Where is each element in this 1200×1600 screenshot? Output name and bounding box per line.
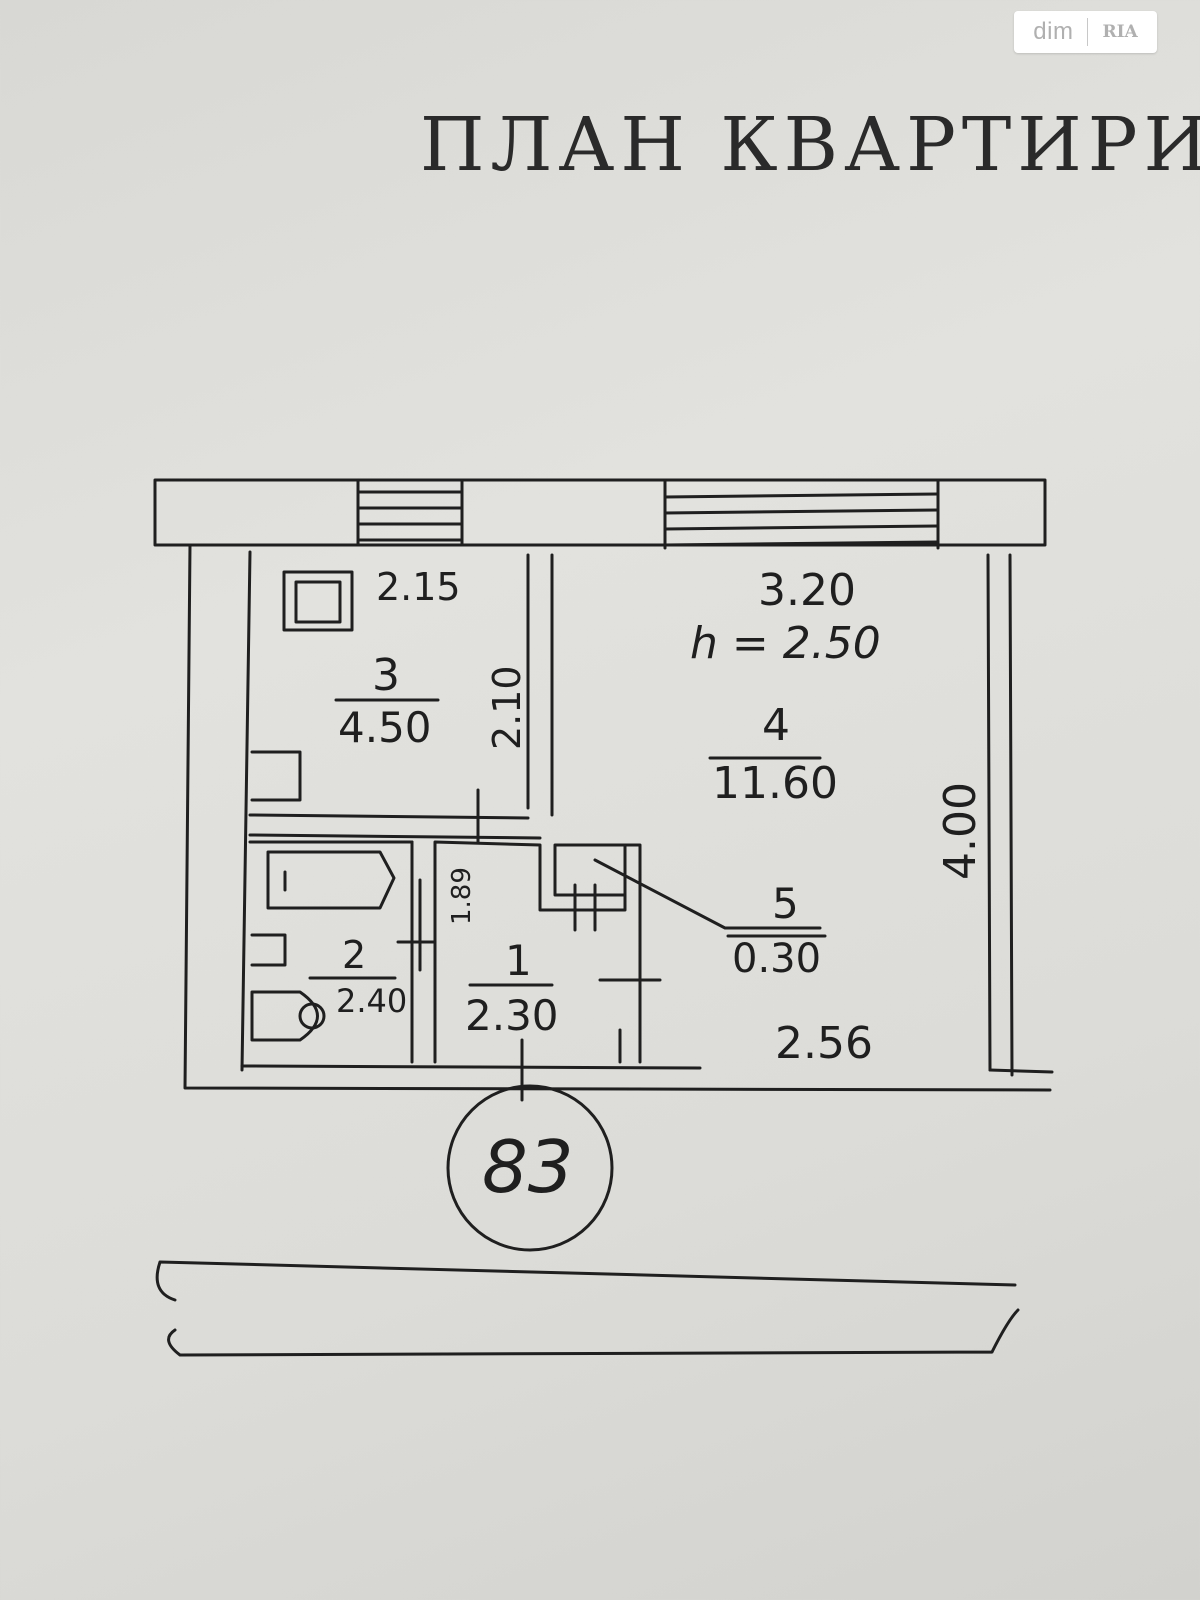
outer-top-wall (153, 478, 1047, 547)
bottom-wall-right (988, 1068, 1054, 1074)
room3-area: 4.50 (338, 703, 432, 752)
room1-area: 2.30 (465, 991, 559, 1040)
dimria-watermark-logo: dim RIA (1014, 11, 1157, 53)
window-right (663, 492, 940, 547)
dim-room-depth: 4.00 (935, 782, 986, 880)
sink (250, 933, 287, 967)
window-left (356, 490, 464, 542)
watermark-brand: dim (1033, 18, 1074, 45)
outer-left-wall (183, 543, 1052, 1092)
inner-bottom-wall (240, 1064, 702, 1070)
dim-kitchen-depth: 2.10 (485, 665, 529, 750)
toilet (250, 990, 319, 1042)
kitchen-bottom-wall (248, 813, 542, 840)
inner-left-wall (240, 550, 252, 1072)
room4-number: 4 (762, 700, 790, 751)
room5-leader (593, 858, 822, 930)
room1-number: 1 (505, 936, 532, 985)
hall-walls (410, 840, 642, 1064)
dim-room-bottom-width: 2.56 (775, 1018, 873, 1069)
outer-right-wall (1008, 553, 1014, 1077)
dim-kitchen-width: 2.15 (376, 565, 461, 609)
room3-number: 3 (372, 650, 400, 701)
inner-right-wall (986, 553, 992, 1072)
room2-area: 2.40 (336, 982, 407, 1020)
dim-bath-depth: 1.89 (447, 867, 477, 925)
room5-area: 0.30 (732, 936, 821, 982)
kitchen-room-partition (526, 553, 554, 817)
watermark-divider (1087, 18, 1089, 46)
dim-room-width: 3.20 (758, 565, 856, 616)
room4-area: 11.60 (712, 758, 838, 809)
room5-number: 5 (772, 879, 799, 928)
watermark-brand-suffix: RIA (1102, 22, 1138, 42)
bathtub (266, 850, 396, 910)
lower-boundary (155, 1260, 1020, 1357)
closet-walls (553, 843, 627, 897)
kitchen-sink (250, 750, 302, 802)
ceiling-height: h = 2.50 (690, 618, 881, 669)
plan-title: ПЛАН КВАРТИРИ (420, 102, 1200, 188)
stove (282, 570, 354, 632)
apartment-number: 83 (482, 1125, 574, 1209)
room2-number: 2 (342, 933, 366, 977)
apartment-number-circle (446, 1084, 614, 1252)
